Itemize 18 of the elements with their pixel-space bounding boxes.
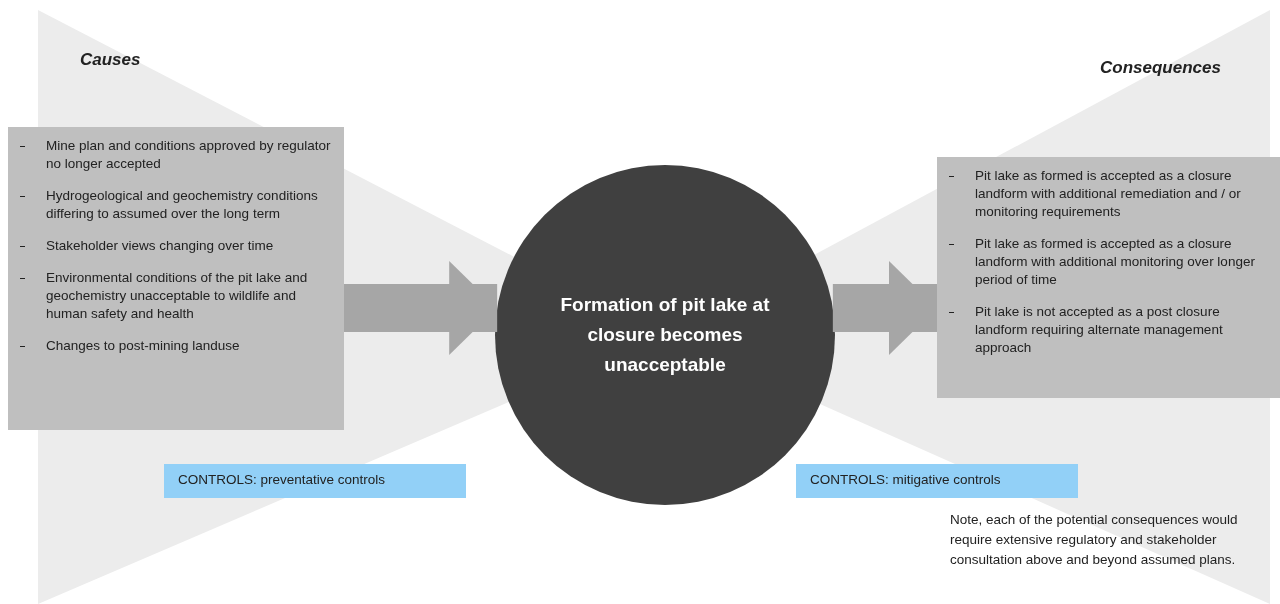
bullet-item: Environmental conditions of the pit lake and geochemistry unacceptable to wildlife and human safety and health (20, 269, 332, 323)
bullet-item: Changes to post-mining landuse (20, 337, 332, 355)
bullet-item: Pit lake is not accepted as a post closure landform requiring alternate management approach (949, 303, 1268, 357)
text-panel (937, 157, 1280, 398)
section-heading: Causes (80, 50, 141, 70)
block-arrow (344, 261, 498, 355)
bullet-item: Stakeholder views changing over time (20, 237, 332, 255)
control-box: CONTROLS: preventative controls (164, 464, 466, 498)
text-panel (8, 127, 344, 430)
block-arrow (832, 261, 937, 355)
section-heading: Consequences (1100, 58, 1221, 78)
bullet-item: Pit lake as formed is accepted as a closure landform with additional remediation and / or monitoring requirements (949, 167, 1268, 221)
note-text: Note, each of the potential consequences would require extensive regulatory and stakeholder consultation above and beyond assumed plans. (950, 511, 1239, 569)
bullet-item: Pit lake as formed is accepted as a closure landform with additional monitoring over longer period of time (949, 235, 1268, 289)
control-box: CONTROLS: mitigative controls (796, 464, 1078, 498)
bullet-item: Hydrogeological and geochemistry conditions differing to assumed over the long term (20, 187, 332, 223)
event-text: Formation of pit lake at closure becomes unacceptable (559, 293, 771, 377)
bullet-item: Mine plan and conditions approved by regulator no longer accepted (20, 137, 332, 173)
